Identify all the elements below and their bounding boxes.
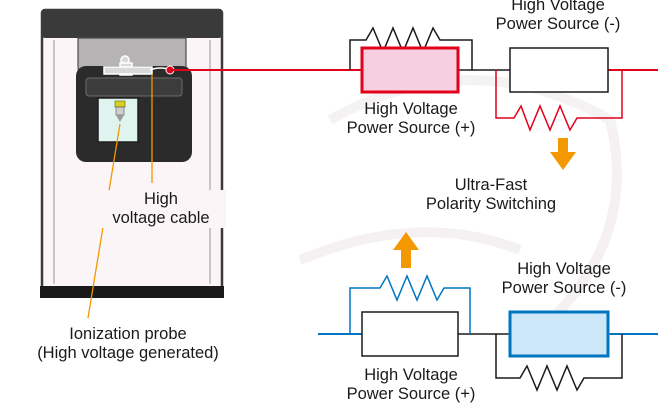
arrow-up-icon — [393, 232, 419, 268]
switching-label: Ultra-Fast Polarity Switching — [386, 176, 596, 214]
resistor-blue-bypass — [349, 274, 471, 334]
probe-head — [114, 100, 126, 122]
hv-minus-top-line1: High Voltage — [511, 0, 605, 14]
ionization-device — [40, 8, 224, 298]
hv-plus-top-line2: Power Source (+) — [346, 119, 476, 137]
probe-line2: (High voltage generated) — [37, 344, 219, 362]
negative-mode-circuit — [318, 274, 658, 392]
probe-line1: Ionization probe — [69, 325, 187, 343]
hv-minus-bottom-label: High Voltage Power Source (-) — [464, 260, 662, 298]
cable-label: High voltage cable — [96, 190, 226, 228]
resistor-red-bypass — [495, 70, 623, 133]
device-base — [40, 286, 224, 298]
hv-plus-top-label: High Voltage Power Source (+) — [316, 100, 506, 138]
hv-minus-top-label: High Voltage Power Source (-) — [458, 0, 658, 34]
hv-plus-source-bottom — [361, 311, 459, 357]
hv-minus-bottom-line1: High Voltage — [517, 260, 611, 278]
hv-plus-bottom-label: High Voltage Power Source (+) — [316, 366, 506, 404]
hv-plus-bottom-line2: Power Source (+) — [346, 385, 476, 403]
device-top-bar — [42, 10, 222, 38]
ionization-probe-label: Ionization probe (High voltage generated… — [0, 325, 256, 363]
hv-minus-source-top — [509, 47, 609, 93]
hv-plus-source-top — [360, 46, 460, 94]
hv-plus-top-line1: High Voltage — [364, 100, 458, 118]
cable-line2: voltage cable — [112, 209, 210, 227]
resistor-bottom — [495, 334, 623, 392]
switching-line2: Polarity Switching — [425, 195, 557, 213]
switching-line1: Ultra-Fast — [454, 176, 528, 194]
arrow-down-icon — [550, 138, 576, 170]
positive-mode-circuit — [172, 26, 658, 133]
cable-line1: High — [144, 190, 178, 208]
hv-minus-bottom-line2: Power Source (-) — [501, 279, 627, 297]
hv-minus-source-bottom — [508, 310, 610, 358]
hv-minus-top-line2: Power Source (-) — [495, 15, 621, 33]
hv-plus-bottom-line1: High Voltage — [364, 366, 458, 384]
